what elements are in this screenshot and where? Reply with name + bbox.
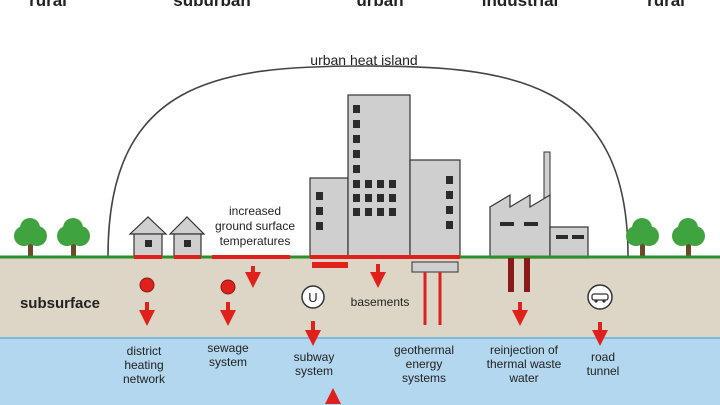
heat-island-dome (107, 65, 629, 257)
zone-label-industrial: industrial (482, 0, 559, 10)
house-icon (128, 216, 168, 257)
reinjection-pipe (508, 258, 514, 292)
factory-icon (489, 151, 589, 259)
geothermal-label-line1: geothermal (394, 343, 454, 357)
road-tunnel-label-line1: road (591, 350, 615, 364)
groundwater-layer (0, 338, 720, 405)
district-heating-label-line3: network (123, 372, 166, 386)
reinjection-label-line3: water (508, 371, 538, 385)
heated-surface-segment (310, 255, 460, 259)
surface-temps-label-line2: ground surface (215, 219, 295, 233)
sewage-marker (220, 279, 236, 295)
basements-label: basements (351, 295, 410, 309)
building-right (409, 159, 461, 259)
zone-label-suburban: suburban (173, 0, 250, 10)
basement-slab (411, 261, 459, 273)
subway-symbol-letter: U (308, 290, 317, 305)
heated-surface-segment (174, 255, 201, 259)
reinjection-label-line1: reinjection of (490, 343, 559, 357)
tree-icon (672, 218, 705, 256)
subway-label-line1: subway (294, 350, 335, 364)
building-left (309, 177, 349, 259)
district-heating-label-line2: heating (124, 358, 163, 372)
district-heating-marker (139, 277, 155, 293)
tree-icon (14, 218, 47, 256)
sewage-label-line1: sewage (207, 341, 249, 355)
tree-icon (57, 218, 90, 256)
road-tunnel-car-icon (587, 284, 613, 310)
heated-surface-segment (212, 255, 290, 259)
reinjection-pipe (524, 258, 530, 292)
sewage-label-line2: system (209, 355, 247, 369)
zone-label-urban: urban (356, 0, 403, 10)
reinjection-label-line2: thermal waste (487, 357, 562, 371)
building-tall (347, 94, 411, 259)
zone-label-rural-right: rural (647, 0, 685, 10)
zone-label-rural-left: rural (29, 0, 67, 10)
subway-label-line2: system (295, 364, 333, 378)
basement-slab (312, 262, 348, 268)
urban-heat-island-label: urban heat island (310, 52, 417, 68)
surface-temps-label-line3: temperatures (220, 234, 291, 248)
heated-surface-segment (134, 255, 162, 259)
house-icon (168, 216, 206, 257)
subway-symbol-icon (301, 285, 325, 309)
geothermal-label-line2: energy (406, 357, 443, 371)
tree-icon (626, 218, 659, 256)
road-tunnel-label-line2: tunnel (587, 364, 620, 378)
surface-temps-label-line1: increased (229, 204, 281, 218)
district-heating-label-line1: district (127, 344, 162, 358)
subsurface-label: subsurface (20, 295, 100, 312)
geothermal-label-line3: systems (402, 371, 446, 385)
